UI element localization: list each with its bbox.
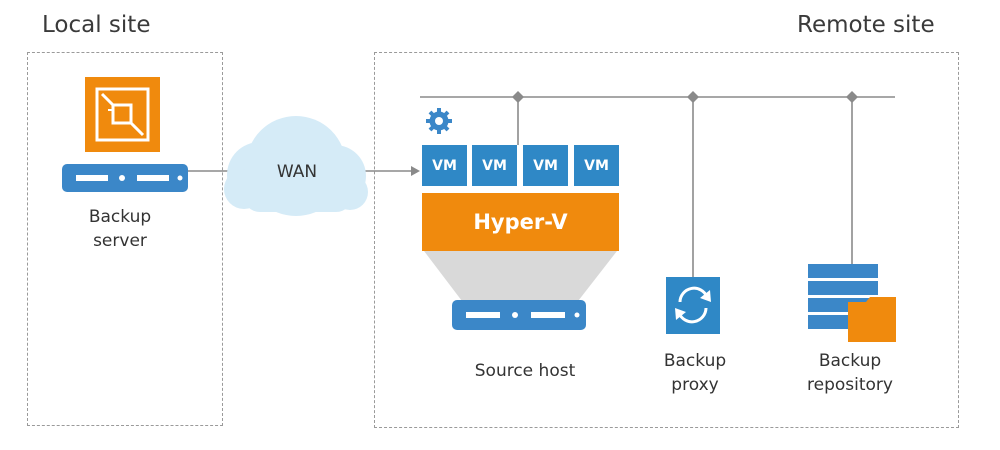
veeam-logo-icon — [85, 77, 160, 152]
backup-server-rack-icon — [62, 164, 188, 192]
backup-server-label-line2: server — [93, 231, 147, 251]
remote-site-box — [374, 52, 959, 428]
vm-box: VM — [422, 145, 467, 186]
arrow-head — [411, 166, 420, 176]
local-site-box — [27, 52, 223, 426]
sync-icon — [666, 277, 720, 334]
gear-icon — [426, 108, 452, 134]
hypervisor-bar: Hyper-V — [422, 193, 619, 251]
wan-label: WAN — [276, 162, 318, 182]
backup-proxy-label: Backup proxy — [640, 349, 750, 397]
junction-dots — [512, 91, 858, 103]
backup-proxy-label-line1: Backup — [663, 351, 727, 371]
backup-proxy-label-line2: proxy — [671, 375, 719, 395]
backup-server-label: Backup server — [60, 205, 180, 253]
backup-server-label-line1: Backup — [88, 207, 152, 227]
local-site-title: Local site — [42, 12, 151, 38]
connection-lines — [188, 96, 895, 277]
database-folder-icon — [808, 264, 896, 342]
junction-dot-proxy — [687, 91, 699, 103]
backup-repository-label: Backup repository — [785, 349, 915, 397]
backup-repository-label-line1: Backup — [818, 351, 882, 371]
junction-dot-vm — [512, 91, 524, 103]
source-host-label: Source host — [474, 361, 576, 381]
vm-box: VM — [472, 145, 517, 186]
source-host-rack-icon — [452, 300, 586, 330]
backup-repository-label-line2: repository — [807, 375, 893, 395]
remote-site-title: Remote site — [797, 12, 935, 38]
hypervisor-shadow — [424, 251, 617, 305]
vm-box: VM — [523, 145, 568, 186]
wan-cloud-icon — [224, 116, 368, 216]
vm-box: VM — [574, 145, 619, 186]
junction-dot-repository — [846, 91, 858, 103]
